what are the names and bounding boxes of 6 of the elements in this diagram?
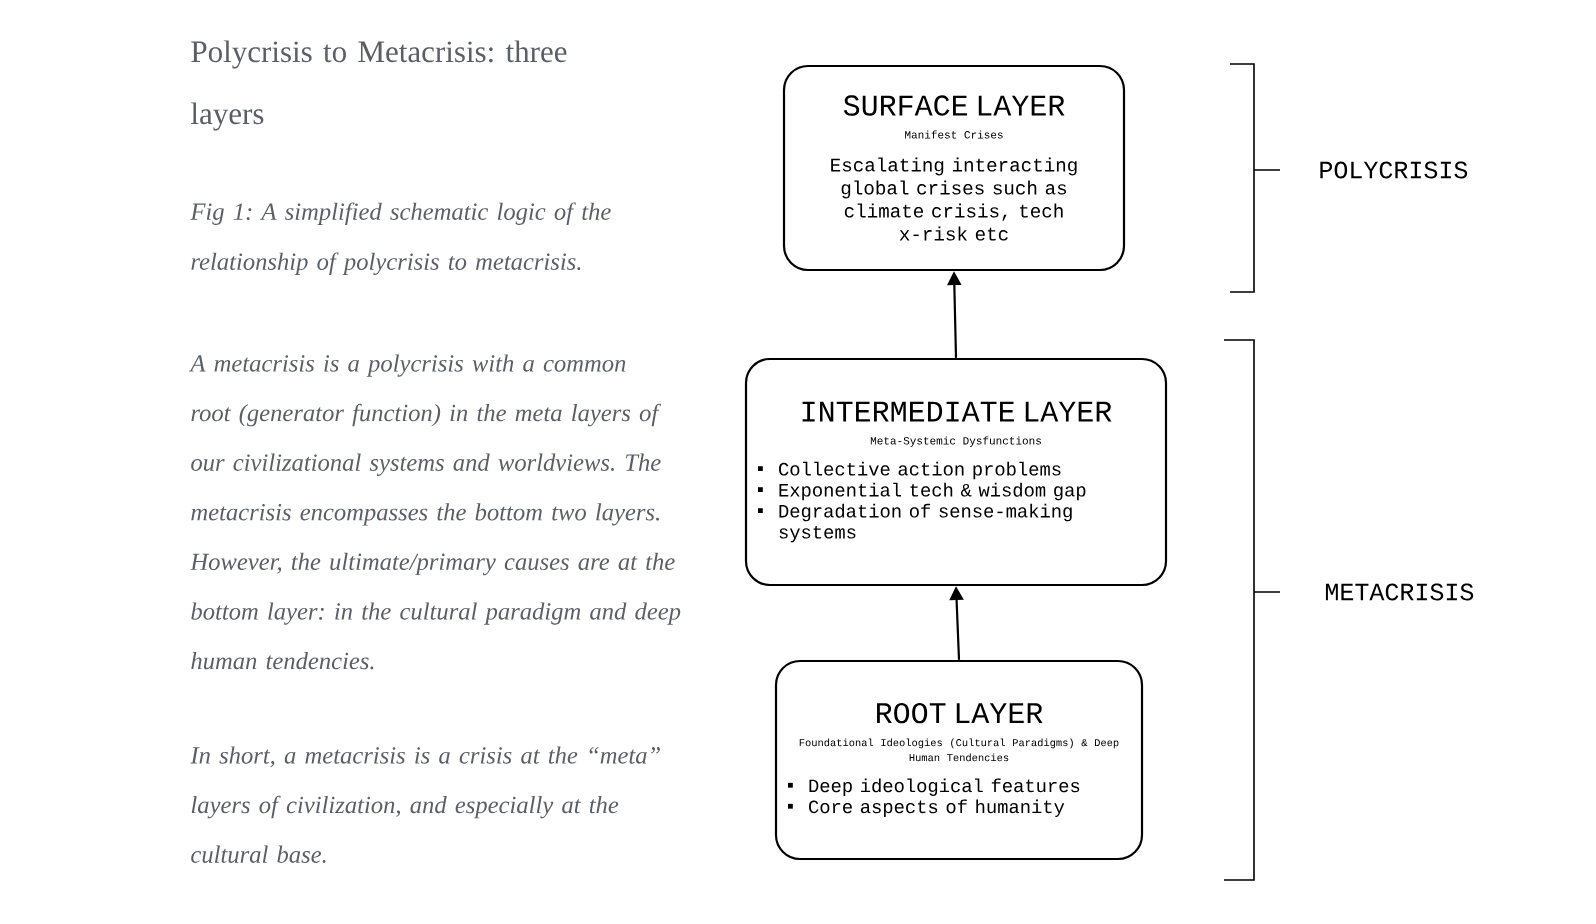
paragraph: A metacrisis is a polycrisis with a common root (generator function) in the meta layers of our civilizational systems and worldviews. The metacrisis encompasses the bottom two layers. However, the ultimate/primary causes are at the bottom layer: in the cultural paradigm and deep human tendencies. — [189, 354, 681, 670]
title: Polycrisis to Metacrisis: three layers — [191, 40, 567, 131]
bracket-label: POLYCRISIS — [1320, 161, 1468, 179]
caption: Fig 1: A simplified schematic logic of the relationship of polycrisis to metacrisis. — [190, 202, 611, 275]
paragraph: In short, a metacrisis is a crisis at the “meta” layers of civilization, and especially at the cultural base. — [190, 746, 660, 863]
bracket-label: METACRISIS — [1325, 583, 1474, 601]
